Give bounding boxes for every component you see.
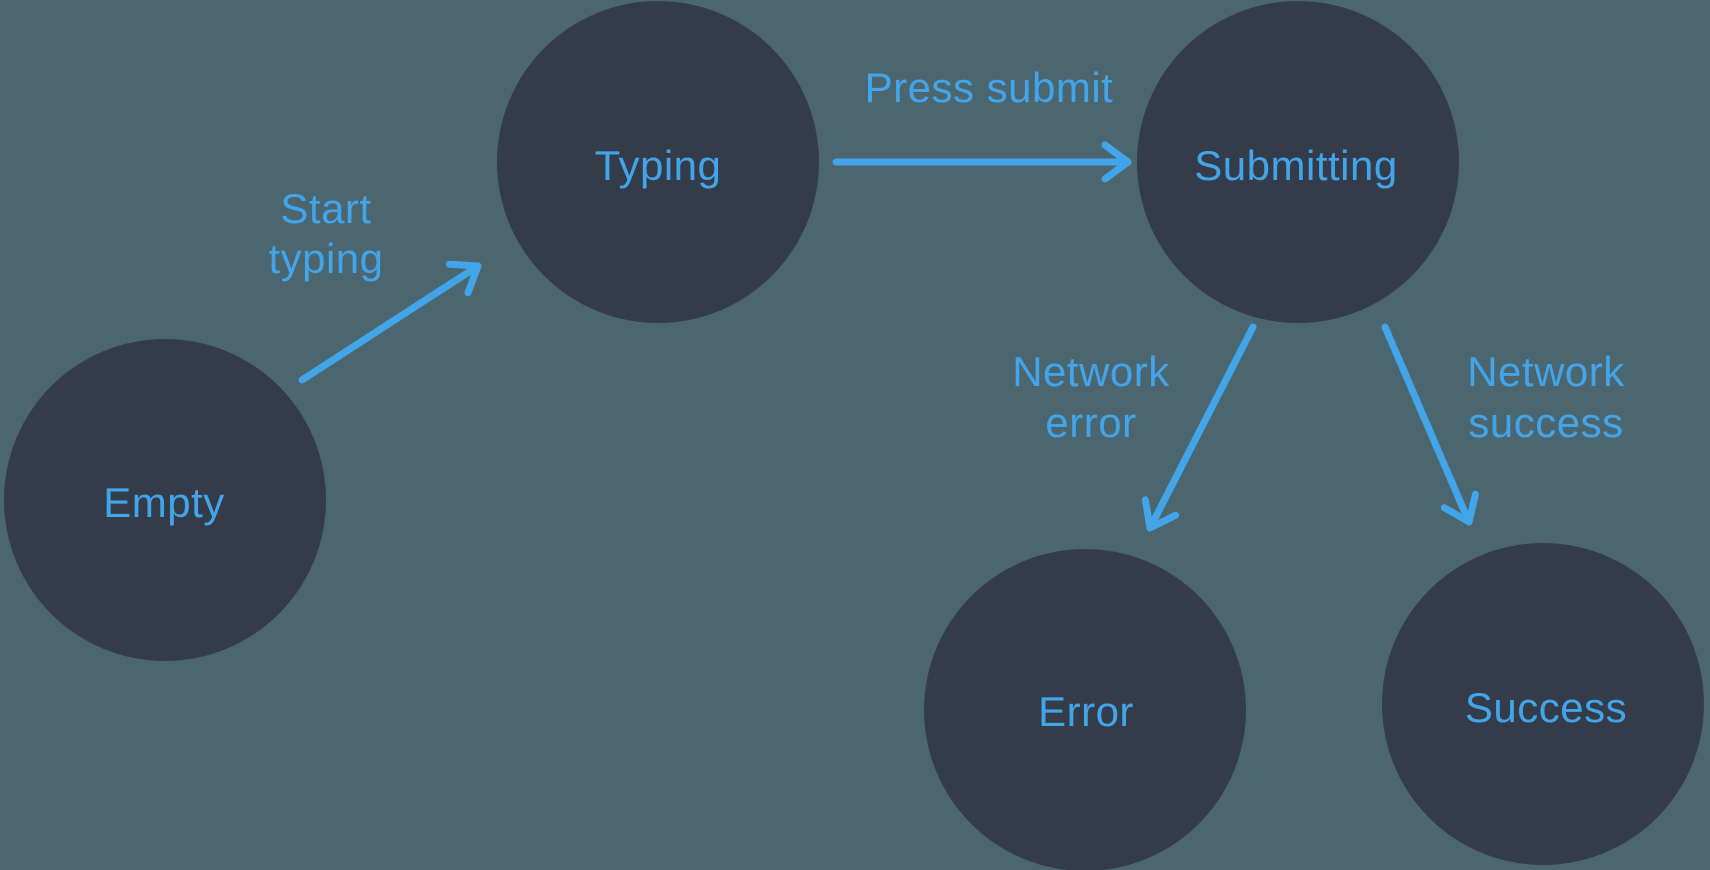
node-error — [924, 549, 1246, 870]
edge-group — [298, 141, 1480, 532]
node-error-label: Error — [1038, 688, 1134, 735]
node-typing — [497, 1, 819, 323]
edge-label-start-typing-line2: typing — [268, 235, 383, 282]
edge-label-network-error-line1: Network — [1012, 348, 1170, 395]
edge-label-network-success-line2: success — [1468, 399, 1623, 446]
edge-label-press-submit: Press submit — [865, 64, 1114, 111]
node-submitting-label: Submitting — [1194, 142, 1397, 189]
edge-label-network-error-line2: error — [1045, 399, 1136, 446]
node-empty-label: Empty — [103, 479, 225, 526]
edge-label-group: Start typing Press submit Network error … — [268, 64, 1625, 446]
edge-label-start-typing-line1: Start — [280, 185, 371, 232]
node-submitting — [1137, 1, 1459, 323]
node-group: Empty Typing Submitting Error Success — [4, 1, 1704, 870]
edge-network-success-arrow — [1381, 323, 1480, 526]
edge-network-error-arrow — [1141, 323, 1257, 532]
node-empty — [4, 339, 326, 661]
node-success — [1382, 543, 1704, 865]
node-typing-label: Typing — [595, 142, 722, 189]
edge-label-network-success-line1: Network — [1467, 348, 1625, 395]
edge-start-typing-arrow — [298, 260, 482, 384]
node-success-label: Success — [1465, 684, 1627, 731]
